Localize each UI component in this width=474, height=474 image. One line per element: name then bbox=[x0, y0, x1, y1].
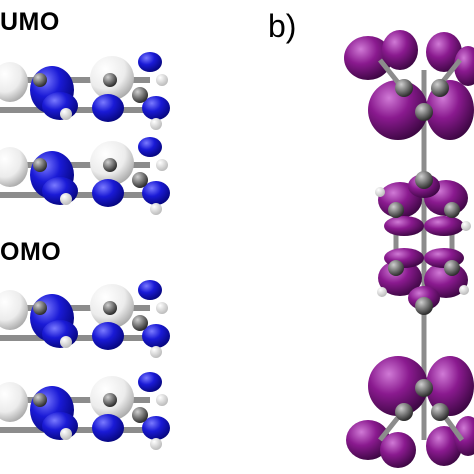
homo-molecule-top bbox=[0, 280, 170, 358]
lumo-molecule-top bbox=[0, 52, 170, 130]
lumo-label: UMO bbox=[0, 8, 60, 36]
panel-b-molecule bbox=[344, 30, 474, 468]
panel-b-label: b) bbox=[268, 8, 297, 44]
homo-label: OMO bbox=[0, 238, 62, 266]
homo-molecule-bottom bbox=[0, 372, 170, 450]
lumo-molecule-bottom bbox=[0, 137, 170, 215]
